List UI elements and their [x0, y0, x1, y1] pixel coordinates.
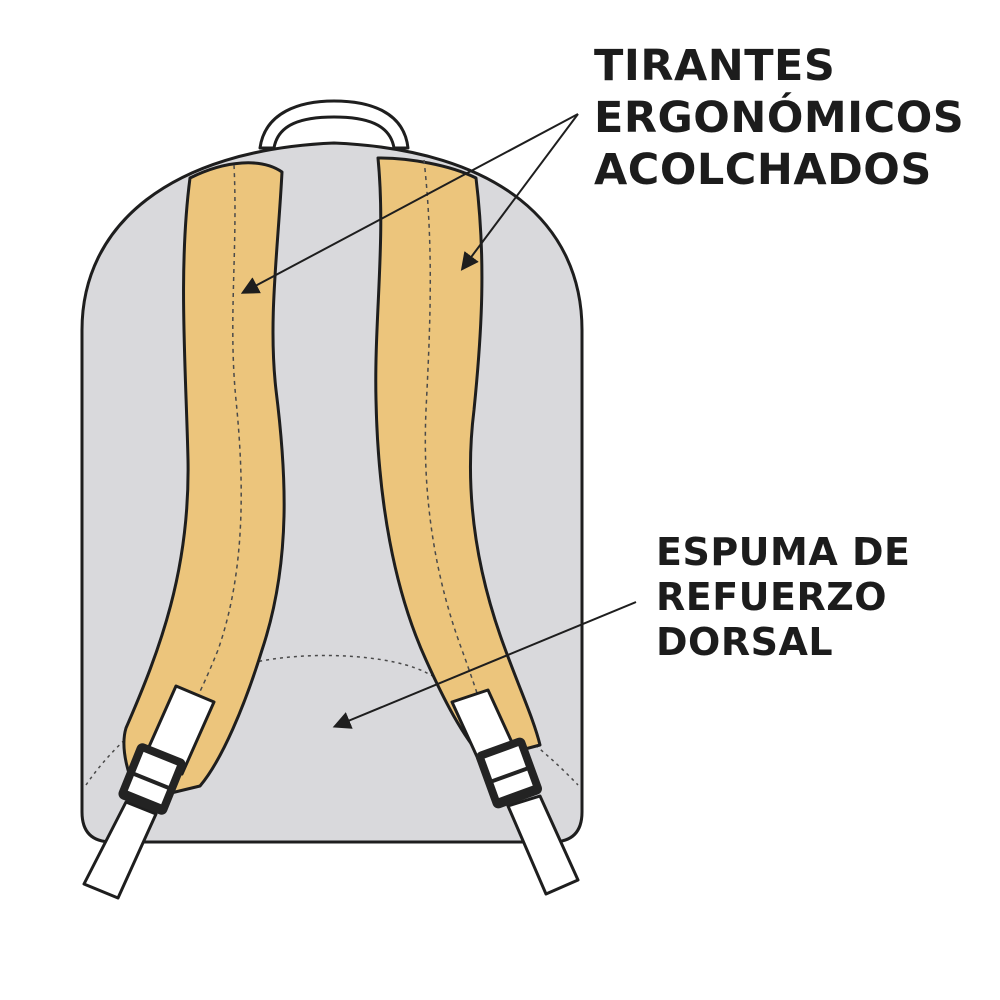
straps-callout-line-2: ERGONÓMICOS — [594, 93, 965, 143]
left-lower-webbing — [82, 800, 158, 900]
left-buckle — [118, 743, 186, 815]
straps-callout-line-3: ACOLCHADOS — [594, 145, 932, 195]
right-buckle — [475, 737, 543, 809]
straps-leader-line-right — [460, 113, 579, 271]
left-strap-stitching — [189, 164, 242, 713]
left-strap-padding — [122, 161, 286, 802]
foam-callout-line-2: REFUERZO — [656, 575, 888, 619]
right-lower-webbing — [506, 794, 580, 896]
foam-callout-line-3: DORSAL — [656, 620, 834, 664]
straps-callout-line-1: TIRANTES — [594, 41, 836, 91]
straps-leader-line-left — [240, 113, 579, 294]
back-foam-callout-label: ESPUMA DE REFUERZO DORSAL — [656, 530, 911, 665]
right-strap-padding — [374, 156, 542, 762]
carry-handle — [258, 99, 410, 150]
straps-callout-label: TIRANTES ERGONÓMICOS ACOLCHADOS — [594, 40, 964, 196]
foam-callout-line-1: ESPUMA DE — [656, 530, 911, 574]
foam-leader-line — [332, 601, 637, 729]
right-strap-stitching — [423, 159, 481, 703]
